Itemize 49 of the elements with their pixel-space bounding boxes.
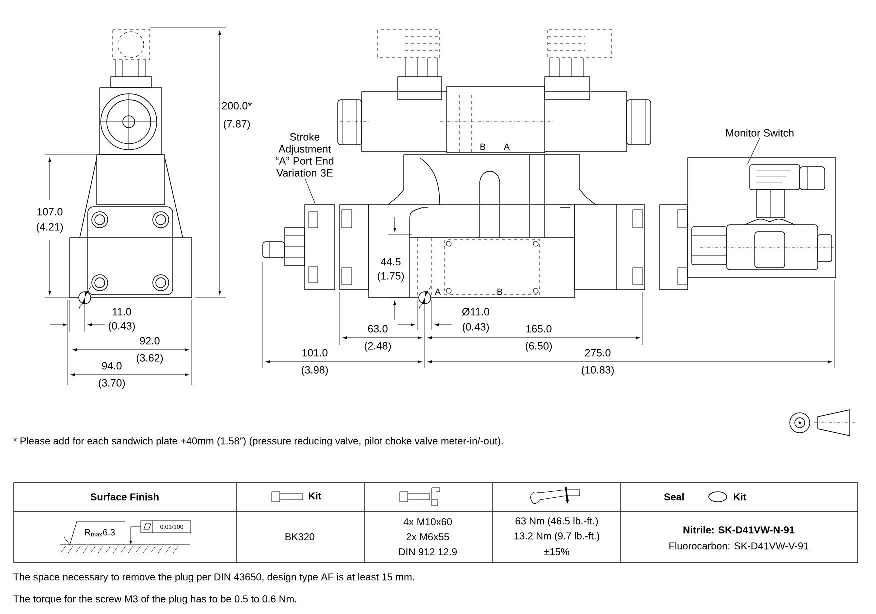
table-cell: DIN 912 12.9	[399, 548, 457, 556]
port-letter: B	[480, 144, 486, 150]
roughness-value: R$_{max}$6.3	[85, 529, 116, 537]
dimension-value: (0.43)	[108, 322, 136, 332]
dimension-value: 275.0	[585, 349, 611, 357]
port-letter: B	[498, 288, 503, 296]
dimension-value: (6.50)	[526, 342, 552, 352]
port-letter: A	[504, 144, 510, 150]
dimension-value: 44.5	[381, 258, 401, 266]
table-cell: ±15%	[544, 548, 570, 556]
dimension-value: 200.0*	[222, 102, 252, 110]
monitor-switch-drawing	[692, 164, 832, 270]
dimension-value: 11.0	[112, 308, 132, 316]
dimension-value: (3.70)	[98, 379, 126, 389]
column-header: Kit	[734, 493, 747, 501]
dimension-value: 63.0	[368, 325, 388, 333]
dimension-value: 92.0	[140, 337, 160, 345]
stroke-adjuster-drawing	[262, 204, 336, 290]
table-cell: Nitrile: SK-D41VW-N-91	[684, 526, 795, 534]
table-cell: 4x M10x60	[404, 518, 452, 526]
column-header: Surface Finish	[90, 493, 159, 501]
leader-line	[747, 138, 760, 165]
callout-text: Monitor Switch	[726, 129, 794, 137]
table-cell: 13.2 Nm (9.7 lb.-ft.)	[514, 532, 600, 542]
dimension-value: 107.0	[38, 208, 63, 216]
note-text: The torque for the screw M3 of the plug has to be 0.5 to 0.6 Nm.	[14, 595, 296, 605]
dimension-value: (3.62)	[136, 354, 164, 364]
dimension-value: (2.48)	[364, 342, 392, 352]
note-text: * Please add for each sandwich plate +40mm (1.58”) (pressure reducing valve, pilot choke valve meter-in/-out).	[14, 437, 503, 447]
dimension-value: (1.75)	[378, 272, 404, 282]
dimension-value: 165.0	[526, 325, 552, 333]
leader-line	[304, 178, 316, 205]
table-cell: 63 Nm (46.5 lb.-ft.)	[516, 517, 598, 527]
dimension-value: (4.21)	[36, 223, 64, 233]
table-cell: 2x M6x55	[406, 533, 450, 541]
dimension-value: (0.43)	[462, 323, 490, 333]
note-text: The space necessary to remove the plug per DIN 43650, design type AF is at least 15 mm.	[14, 573, 414, 583]
port-letter: A	[435, 288, 441, 296]
dimension-value: (10.83)	[582, 366, 614, 376]
dimension-value: (7.87)	[224, 120, 250, 130]
table-cell: Fluorocarbon: SK-D41VW-V-91	[670, 542, 809, 550]
column-header: Kit	[309, 492, 322, 500]
dimension-value: 101.0	[302, 349, 328, 357]
dimension-value: 94.0	[102, 362, 122, 370]
callout-text: Stroke Adjustment “A” Port End Variation 3E	[276, 133, 334, 177]
column-header: Seal	[664, 493, 684, 501]
table-cell: BK320	[286, 533, 315, 541]
dimension-value: (3.98)	[302, 366, 328, 376]
dimension-value: Ø11.0	[462, 308, 490, 316]
